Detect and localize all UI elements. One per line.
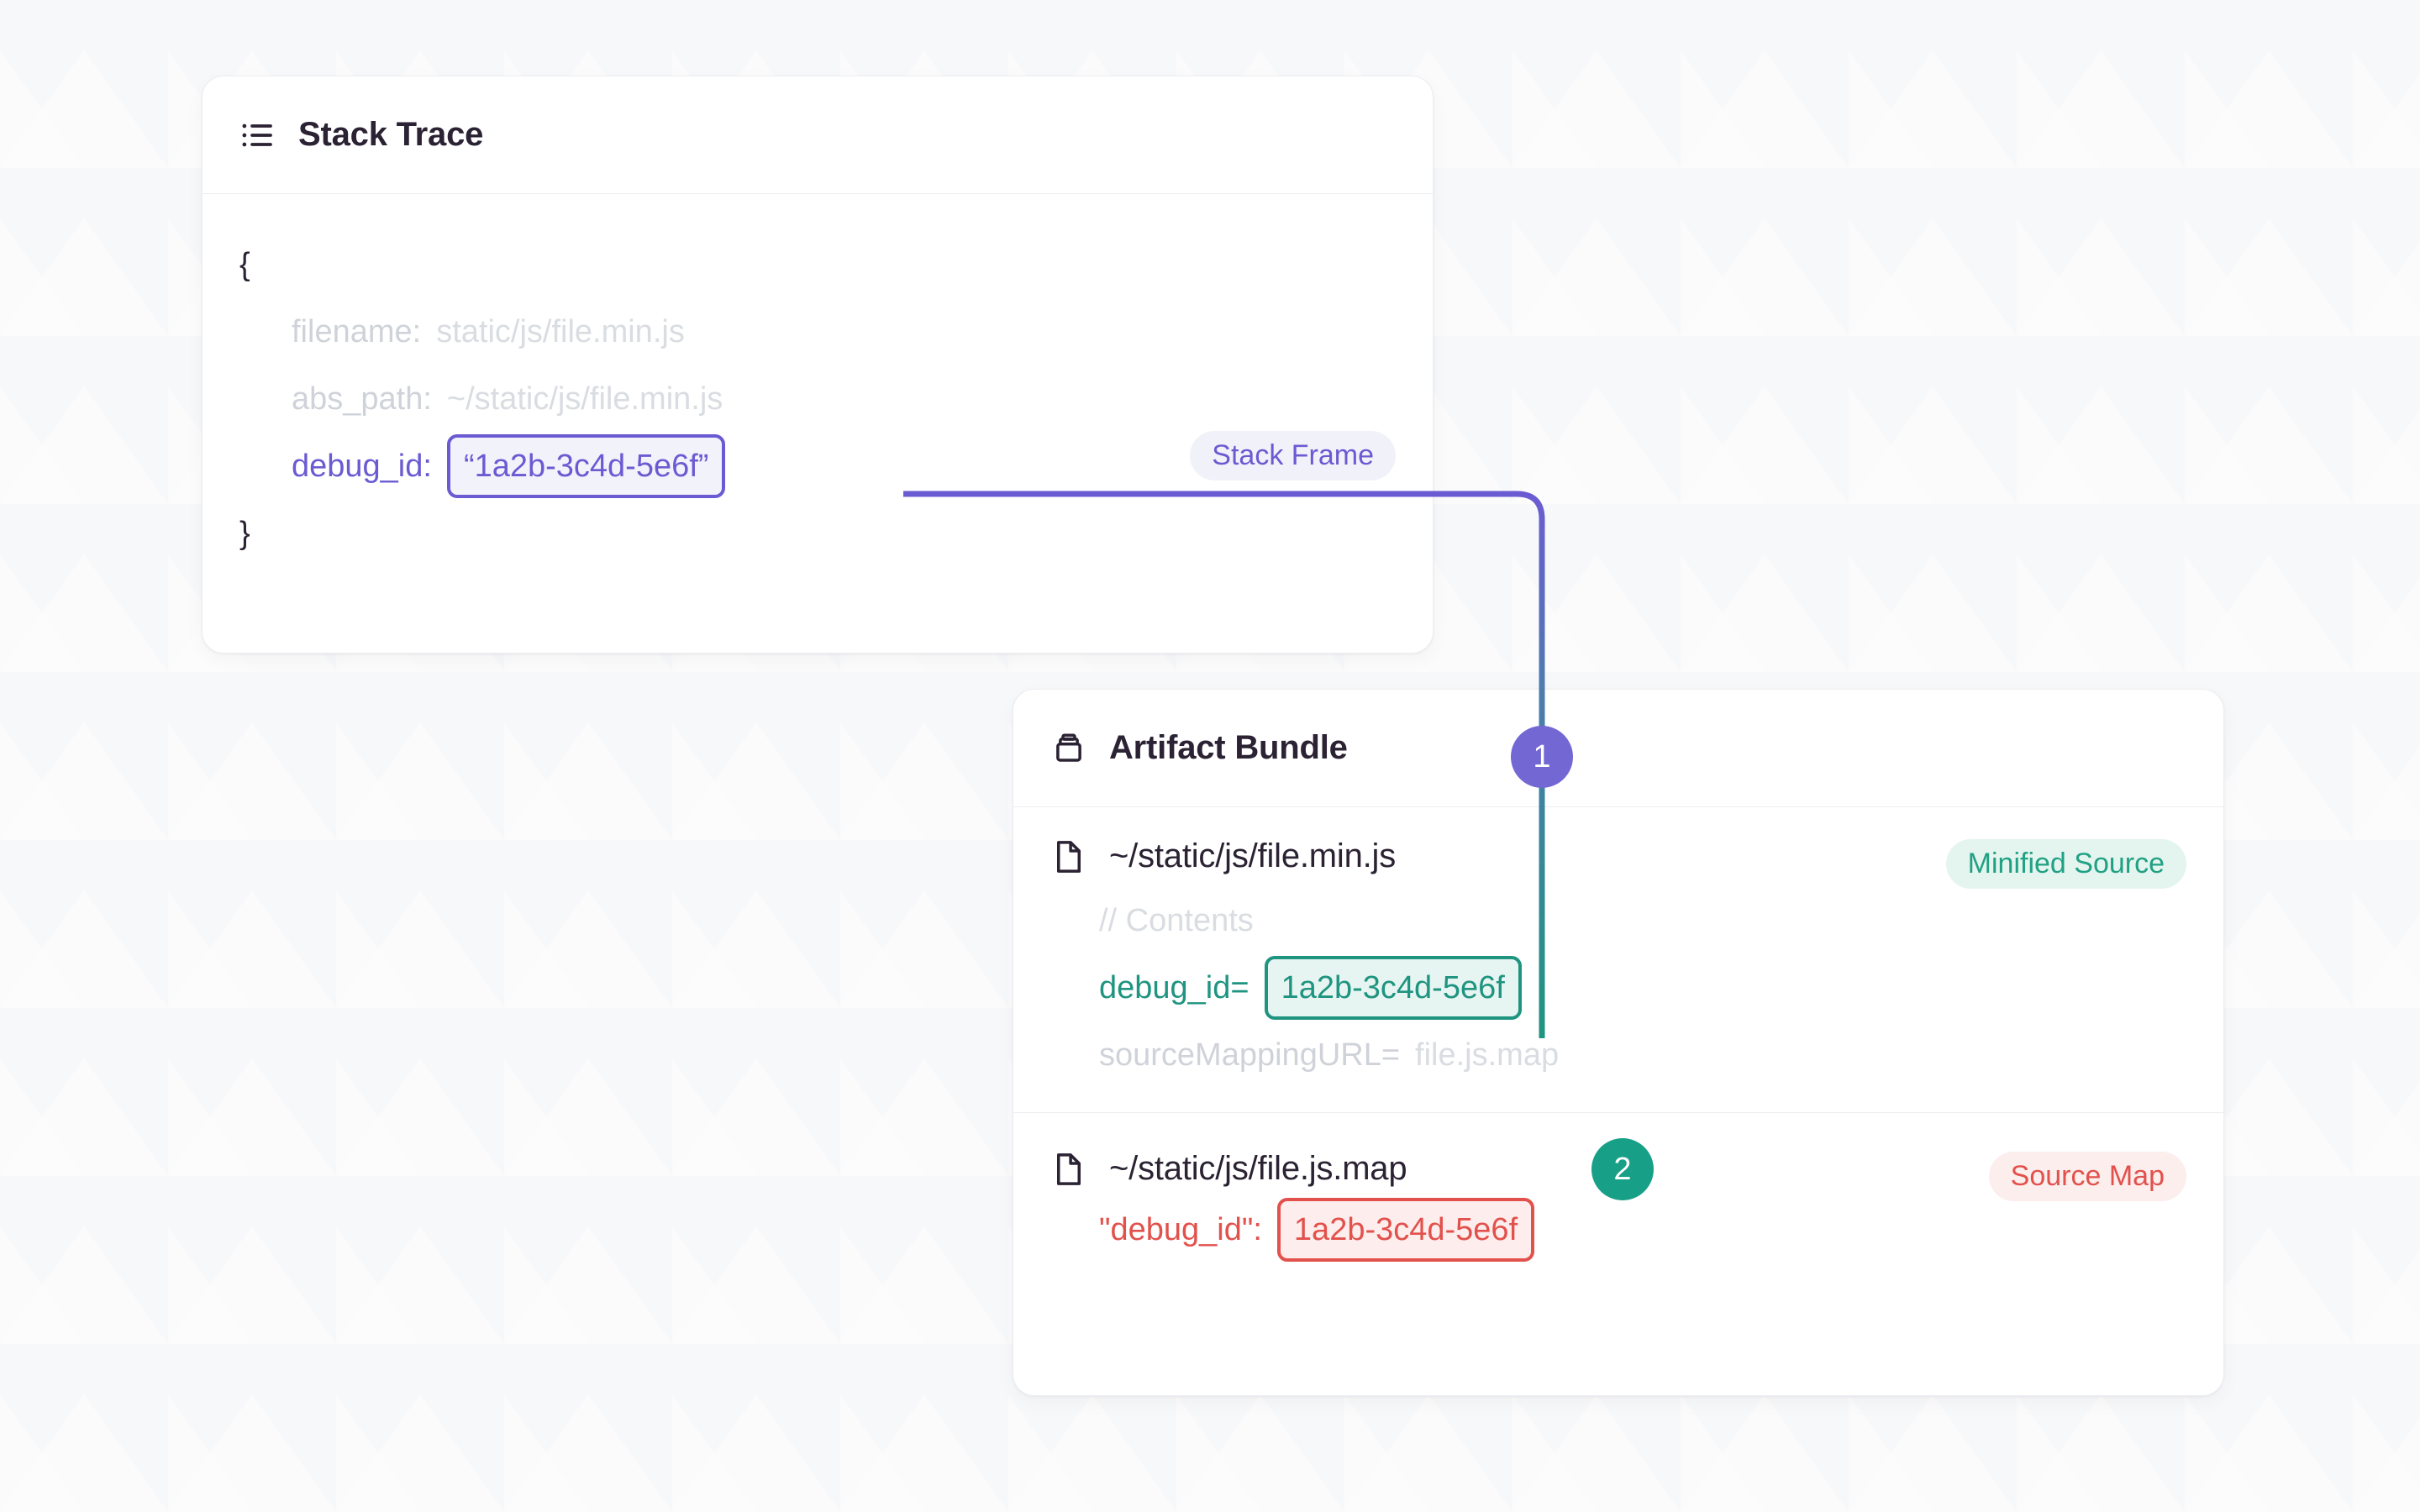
- source-mapping-url-key: sourceMappingURL=: [1099, 1037, 1401, 1073]
- stack-trace-body: Stack Frame { filename: static/js/file.m…: [203, 194, 1433, 653]
- box-icon: [1050, 730, 1087, 767]
- abs-path-line: abs_path: ~/static/js/file.min.js: [239, 365, 1396, 433]
- step-badge-1: 1: [1511, 726, 1573, 788]
- close-brace-line: }: [239, 516, 250, 551]
- stack-trace-header: Stack Trace: [203, 76, 1433, 194]
- sourcemap-file-name: ~/static/js/file.js.map: [1109, 1150, 1407, 1187]
- minified-debug-id-value[interactable]: 1a2b-3c4d-5e6f: [1264, 956, 1522, 1020]
- abs-path-value: ~/static/js/file.min.js: [446, 381, 723, 417]
- source-mapping-url-value: file.js.map: [1415, 1037, 1560, 1073]
- minified-file-name: ~/static/js/file.min.js: [1109, 837, 1397, 874]
- filename-value: static/js/file.min.js: [436, 314, 685, 349]
- sourcemap-debug-id-value[interactable]: 1a2b-3c4d-5e6f: [1276, 1198, 1535, 1262]
- minified-debug-id-line: debug_id= 1a2b-3c4d-5e6f: [1099, 954, 2186, 1021]
- artifact-file-row-minified: Minified Source ~/static/js/file.min.js …: [1013, 807, 2223, 1112]
- file-icon: [1050, 1151, 1087, 1188]
- sourcemap-debug-id-key: "debug_id":: [1099, 1212, 1262, 1247]
- minified-file-body: // Contents debug_id= 1a2b-3c4d-5e6f sou…: [1050, 875, 2186, 1089]
- stack-trace-title: Stack Trace: [298, 116, 484, 153]
- artifact-bundle-title: Artifact Bundle: [1109, 729, 1348, 766]
- abs-path-key: abs_path:: [292, 381, 432, 417]
- contents-comment: // Contents: [1099, 903, 1254, 938]
- filename-key: filename:: [292, 314, 422, 349]
- list-icon: [239, 117, 276, 154]
- step-badge-2: 2: [1591, 1138, 1654, 1200]
- stack-frame-badge: Stack Frame: [1190, 431, 1396, 480]
- source-map-badge: Source Map: [1988, 1152, 2186, 1201]
- stack-trace-debug-id-value[interactable]: “1a2b-3c4d-5e6f”: [446, 434, 726, 498]
- stack-trace-card: Stack Trace Stack Frame { filename: stat…: [202, 76, 1434, 654]
- sourcemap-debug-id-line: "debug_id": 1a2b-3c4d-5e6f: [1099, 1196, 2186, 1263]
- artifact-bundle-header: Artifact Bundle: [1013, 690, 2223, 807]
- file-icon: [1050, 838, 1087, 875]
- source-mapping-url-line: sourceMappingURL= file.js.map: [1099, 1021, 2186, 1089]
- open-brace-line: {: [239, 247, 250, 282]
- debug-id-key: debug_id:: [292, 449, 432, 484]
- minified-debug-id-key: debug_id=: [1099, 970, 1249, 1005]
- minified-source-badge: Minified Source: [1945, 839, 2186, 889]
- filename-line: filename: static/js/file.min.js: [239, 298, 1396, 365]
- artifact-bundle-card: Artifact Bundle Minified Source ~/static…: [1013, 689, 2224, 1396]
